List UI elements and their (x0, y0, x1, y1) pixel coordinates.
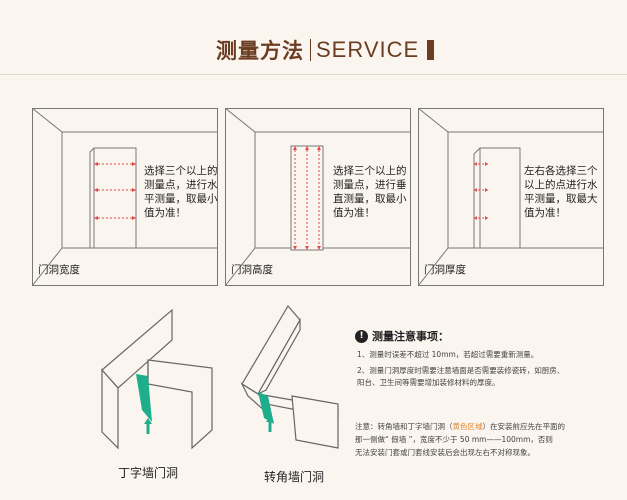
panel-door-height: 选择三个以上的 测量点，进行垂 直测量，取最小 值为准！ 门洞高度 (225, 108, 411, 286)
panel-label: 门洞厚度 (424, 264, 466, 276)
notes-title-text: 测量注意事项： (372, 330, 449, 343)
panel-label: 门洞高度 (231, 264, 273, 276)
panel-description: 选择三个以上的 测量点，进行垂 直测量，取最小 值为准！ (333, 164, 407, 220)
note-line: 无法安装门套或门套线安装后会出现左右不对称现象。 (355, 448, 535, 457)
title-separator (310, 39, 311, 61)
note-item: 1、测量时误差不超过 10mm，若超过需要重新测量。 (357, 350, 539, 359)
header: 测量方法 SERVICE (0, 0, 627, 80)
t-wall-diagram (101, 308, 213, 450)
panel-label: 门洞宽度 (38, 264, 80, 276)
note-line: 注意：转角墙和丁字墙门洞（黄色区域）在安装前应先在平面的 (355, 422, 565, 431)
desc-line: 左右各选择三个 (524, 165, 598, 177)
panel-door-width: 选择三个以上的 测量点，进行水 平测量，取最小 值为准！ 门洞宽度 (32, 108, 218, 286)
header-divider (0, 74, 627, 75)
desc-line: 值为准！ (524, 207, 566, 219)
note-item: 阳台、卫生间等需要增加装修材料的厚度。 (357, 378, 500, 387)
title-bar-mark (427, 40, 435, 60)
note-highlight: 黄色区域 (452, 422, 483, 431)
note-item: 2、测量门洞厚度时需要注意墙面是否需要装修瓷砖，如厨房、 (357, 366, 565, 375)
panel-description: 选择三个以上的 测量点，进行水 平测量，取最小 值为准！ (144, 164, 218, 220)
desc-line: 选择三个以上的 (144, 165, 218, 177)
corner-wall-diagram (240, 304, 339, 449)
page-title: 测量方法 SERVICE (216, 36, 435, 64)
room-diagram-height (225, 108, 411, 286)
desc-line: 平测量，取最小 (144, 193, 218, 205)
desc-line: 以上的点进行水 (524, 179, 598, 191)
panel-door-thickness: 左右各选择三个 以上的点进行水 平测量，取最大 值为准！ 门洞厚度 (418, 108, 604, 286)
desc-line: 值为准！ (333, 207, 375, 219)
desc-line: 测量点，进行水 (144, 179, 218, 191)
note-line: 那一侧做“ 假墙 ”，宽度不少于 50 mm——100mm，否则 (355, 435, 553, 444)
exclamation-icon: ! (355, 329, 368, 343)
room-diagram-thickness (418, 108, 604, 286)
room-diagram-width (32, 108, 218, 286)
desc-line: 测量点，进行垂 (333, 179, 407, 191)
panel-description: 左右各选择三个 以上的点进行水 平测量，取最大 值为准！ (524, 164, 598, 220)
desc-line: 直测量，取最小 (333, 193, 407, 205)
desc-line: 平测量，取最大 (524, 193, 598, 205)
desc-line: 值为准！ (144, 207, 186, 219)
notes-title: ! 测量注意事项： (355, 328, 449, 344)
corner-wall-label: 转角墙门洞 (264, 470, 325, 484)
highlight-area (136, 374, 152, 422)
t-wall-label: 丁字墙门洞 (118, 466, 179, 480)
title-en: SERVICE (316, 37, 420, 62)
title-cn: 测量方法 (216, 39, 304, 63)
installation-note: 注意：转角墙和丁字墙门洞（黄色区域）在安装前应先在平面的 那一侧做“ 假墙 ”，… (355, 420, 617, 459)
desc-line: 选择三个以上的 (333, 165, 407, 177)
